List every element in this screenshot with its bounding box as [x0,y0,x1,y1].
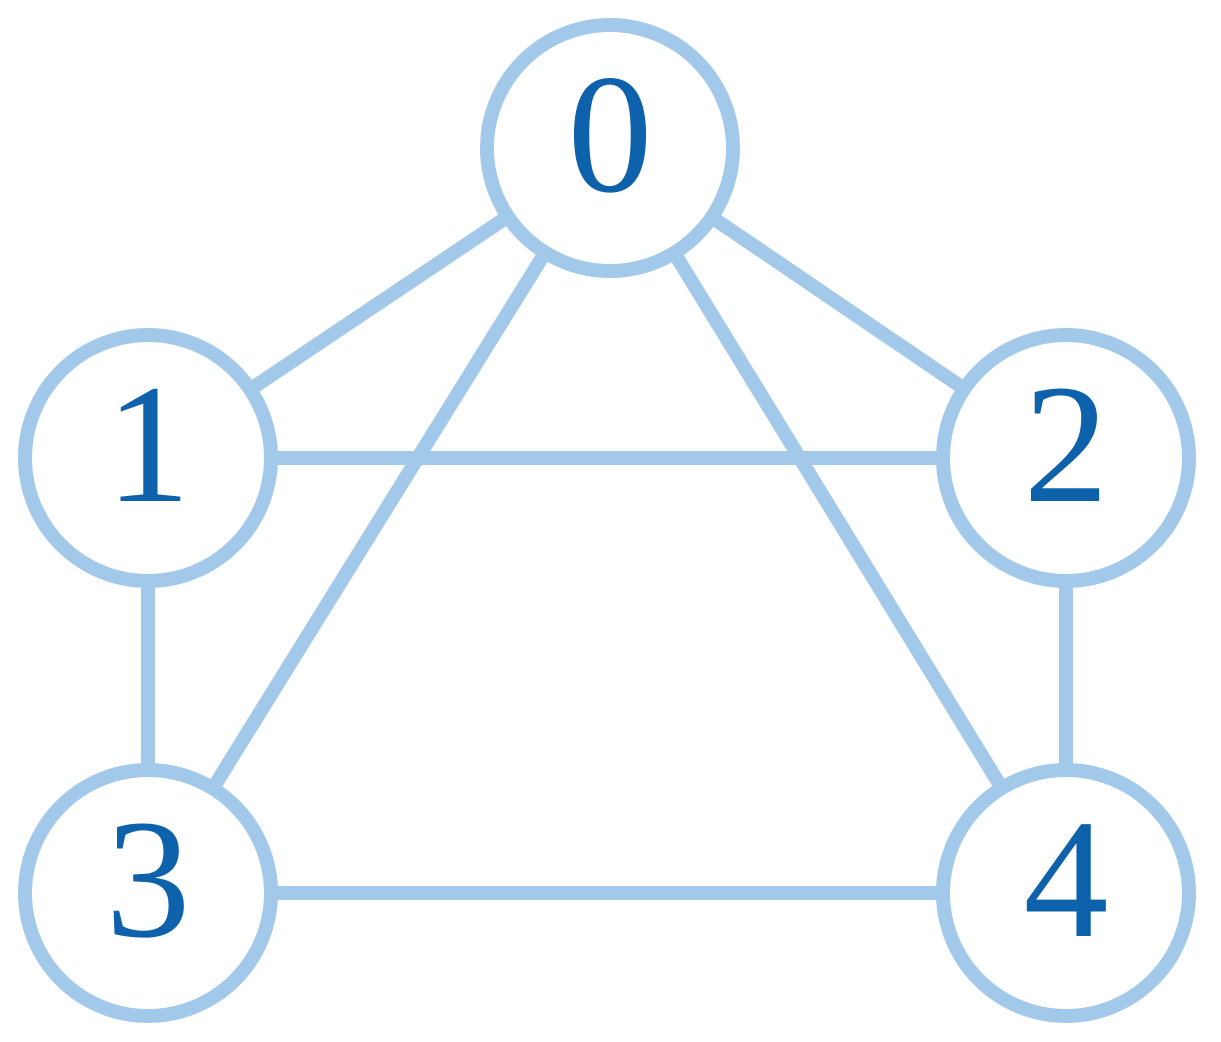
nodes-layer: 0 1 2 3 4 [18,18,1196,1023]
graph-node-2[interactable]: 2 [936,328,1196,588]
graph-edge-0-2 [704,209,972,397]
node-circle-3[interactable] [18,763,278,1023]
edges-layer [141,208,1073,900]
graph-node-0[interactable]: 0 [480,18,740,278]
node-label-1: 1 [106,350,191,538]
node-label-2: 2 [1024,350,1109,538]
graph-node-4[interactable]: 4 [936,763,1196,1023]
graph-node-1[interactable]: 1 [18,328,278,588]
node-circle-1[interactable] [18,328,278,588]
node-label-4: 4 [1024,785,1109,973]
node-circle-0[interactable] [480,18,740,278]
node-label-0: 0 [568,40,653,228]
node-circle-2[interactable] [936,328,1196,588]
graph-edge-0-4 [666,245,1010,796]
node-label-3: 3 [106,785,191,973]
node-circle-4[interactable] [936,763,1196,1023]
graph-node-3[interactable]: 3 [18,763,278,1023]
graph-edge-0-1 [242,208,516,398]
graph-edge-0-3 [204,245,554,796]
